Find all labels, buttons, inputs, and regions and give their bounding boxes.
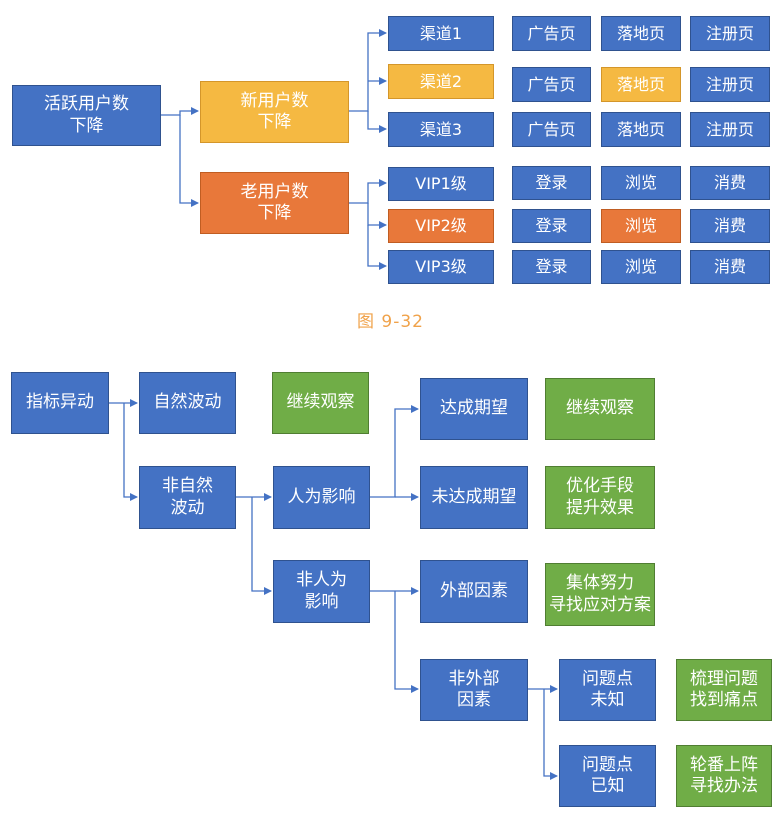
connector xyxy=(349,179,387,204)
connector xyxy=(367,225,387,270)
take-turns-find-solution: 轮番上阵 寻找办法 xyxy=(676,745,772,807)
channel1-ad-page: 广告页 xyxy=(512,16,591,51)
vip-level-2: VIP2级 xyxy=(388,209,494,243)
metric-anomaly: 指标异动 xyxy=(11,372,109,434)
connector xyxy=(161,107,199,116)
natural-keep-observing: 继续观察 xyxy=(272,372,369,434)
vip3-browse: 浏览 xyxy=(601,250,681,284)
vip2-browse: 浏览 xyxy=(601,209,681,243)
vip1-consume: 消费 xyxy=(690,166,770,200)
expectation-not-met: 未达成期望 xyxy=(420,466,528,529)
channel1-landing-page: 落地页 xyxy=(601,16,681,51)
sort-out-pain-points: 梳理问题 找到痛点 xyxy=(676,659,772,721)
vip3-consume: 消费 xyxy=(690,250,770,284)
problem-known: 问题点 已知 xyxy=(559,745,656,807)
vip2-login: 登录 xyxy=(512,209,591,243)
channel1-register-page: 注册页 xyxy=(690,16,770,51)
met-keep-observing: 继续观察 xyxy=(545,378,655,440)
collective-effort: 集体努力 寻找应对方案 xyxy=(545,563,655,626)
optimize-improve: 优化手段 提升效果 xyxy=(545,466,655,529)
channel3-landing-page: 落地页 xyxy=(601,112,681,147)
external-factors: 外部因素 xyxy=(420,560,528,623)
problem-unknown: 问题点 未知 xyxy=(559,659,656,721)
channel3-register-page: 注册页 xyxy=(690,112,770,147)
vip1-login: 登录 xyxy=(512,166,591,200)
channel2-landing-page: 落地页 xyxy=(601,67,681,102)
connector xyxy=(251,497,272,595)
connector xyxy=(394,591,419,693)
vip1-browse: 浏览 xyxy=(601,166,681,200)
non-natural-fluctuation: 非自然 波动 xyxy=(139,466,236,529)
channel-2: 渠道2 xyxy=(388,64,494,99)
connector xyxy=(179,115,199,207)
channel-3: 渠道3 xyxy=(388,112,494,147)
connector xyxy=(367,203,387,229)
connector xyxy=(349,29,387,112)
root-active-users-drop: 活跃用户数 下降 xyxy=(12,85,161,146)
human-influence: 人为影响 xyxy=(273,466,370,529)
expectation-met: 达成期望 xyxy=(420,378,528,440)
non-external-factors: 非外部 因素 xyxy=(420,659,528,721)
vip3-login: 登录 xyxy=(512,250,591,284)
channel2-ad-page: 广告页 xyxy=(512,67,591,102)
channel2-register-page: 注册页 xyxy=(690,67,770,102)
connector xyxy=(367,111,387,133)
new-users-drop: 新用户数 下降 xyxy=(200,81,349,143)
vip-level-3: VIP3级 xyxy=(388,250,494,284)
channel-1: 渠道1 xyxy=(388,16,494,51)
connector xyxy=(543,689,558,780)
figure-caption: 图 9-32 xyxy=(357,312,424,332)
connector xyxy=(370,405,419,498)
old-users-drop: 老用户数 下降 xyxy=(200,172,349,234)
non-human-influence: 非人为 影响 xyxy=(273,560,370,623)
natural-fluctuation: 自然波动 xyxy=(139,372,236,434)
vip2-consume: 消费 xyxy=(690,209,770,243)
connector xyxy=(123,403,138,501)
vip-level-1: VIP1级 xyxy=(388,167,494,201)
channel3-ad-page: 广告页 xyxy=(512,112,591,147)
